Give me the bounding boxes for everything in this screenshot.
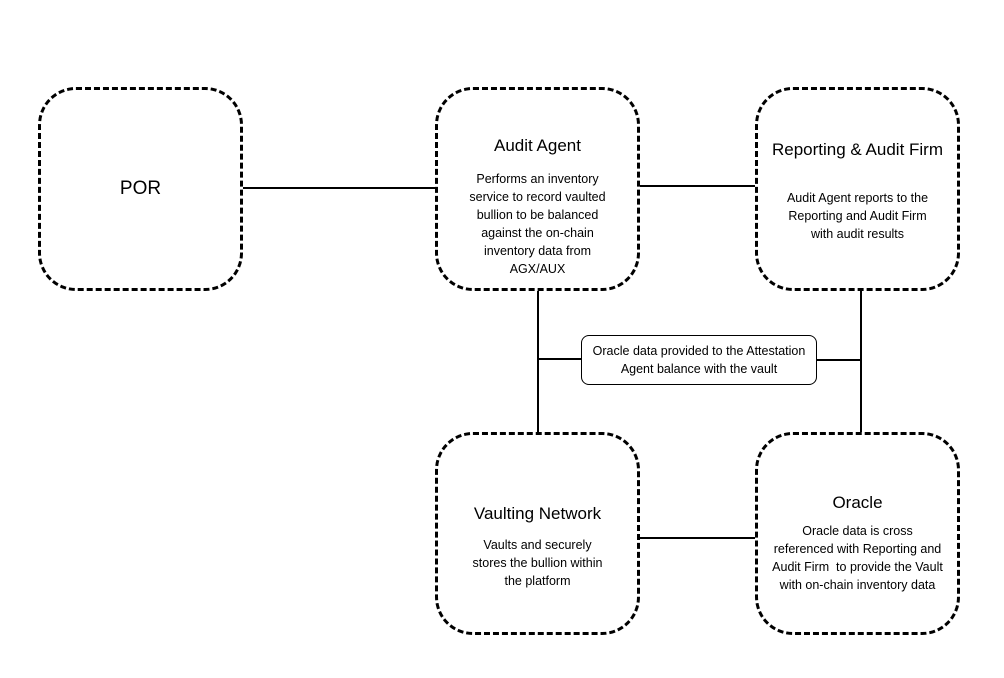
description-line: Performs an inventory — [476, 172, 599, 186]
node-title: Oracle — [832, 493, 883, 512]
description-line: with on-chain inventory data — [779, 578, 936, 592]
node-vaulting-network: Vaulting Network Vaults and securely sto… — [435, 432, 640, 635]
description-line: the platform — [504, 574, 571, 588]
node-reporting-audit-firm: Reporting & Audit Firm Audit Agent repor… — [755, 87, 960, 291]
description-line: AGX/AUX — [509, 262, 566, 276]
node-description: Vaults and securely stores the bullion w… — [438, 536, 637, 590]
description-line: service to record vaulted — [469, 190, 606, 204]
connection-label: Oracle data provided to the Attestation … — [581, 335, 817, 385]
description-line: stores the bullion within — [472, 556, 603, 570]
description-line: Audit Agent reports to the — [786, 191, 929, 205]
node-title: Audit Agent — [494, 136, 581, 155]
connection-label-line: Agent balance with the vault — [620, 362, 778, 376]
node-audit-agent: Audit Agent Performs an inventory servic… — [435, 87, 640, 291]
description-line: inventory data from — [484, 244, 591, 258]
node-description: Performs an inventory service to record … — [438, 170, 637, 278]
description-line: referenced with Reporting and — [773, 542, 942, 556]
node-description: Audit Agent reports to the Reporting and… — [758, 189, 957, 243]
description-line: Reporting and Audit Firm — [788, 209, 927, 223]
node-title: Vaulting Network — [473, 504, 602, 523]
description-line: Oracle data is cross — [802, 524, 913, 538]
node-por: POR — [38, 87, 243, 291]
node-title: POR — [119, 178, 162, 199]
connection-label-line: Oracle data provided to the Attestation — [592, 344, 806, 358]
description-line: with audit results — [810, 227, 905, 241]
node-title: Reporting & Audit Firm — [771, 140, 943, 159]
node-oracle: Oracle Oracle data is cross referenced w… — [755, 432, 960, 635]
description-line: bullion to be balanced — [476, 208, 599, 222]
description-line: Vaults and securely — [483, 538, 592, 552]
description-line: Audit Firm to provide the Vault — [772, 560, 943, 574]
description-line: against the on-chain — [481, 226, 594, 240]
node-description: Oracle data is cross referenced with Rep… — [758, 522, 957, 594]
